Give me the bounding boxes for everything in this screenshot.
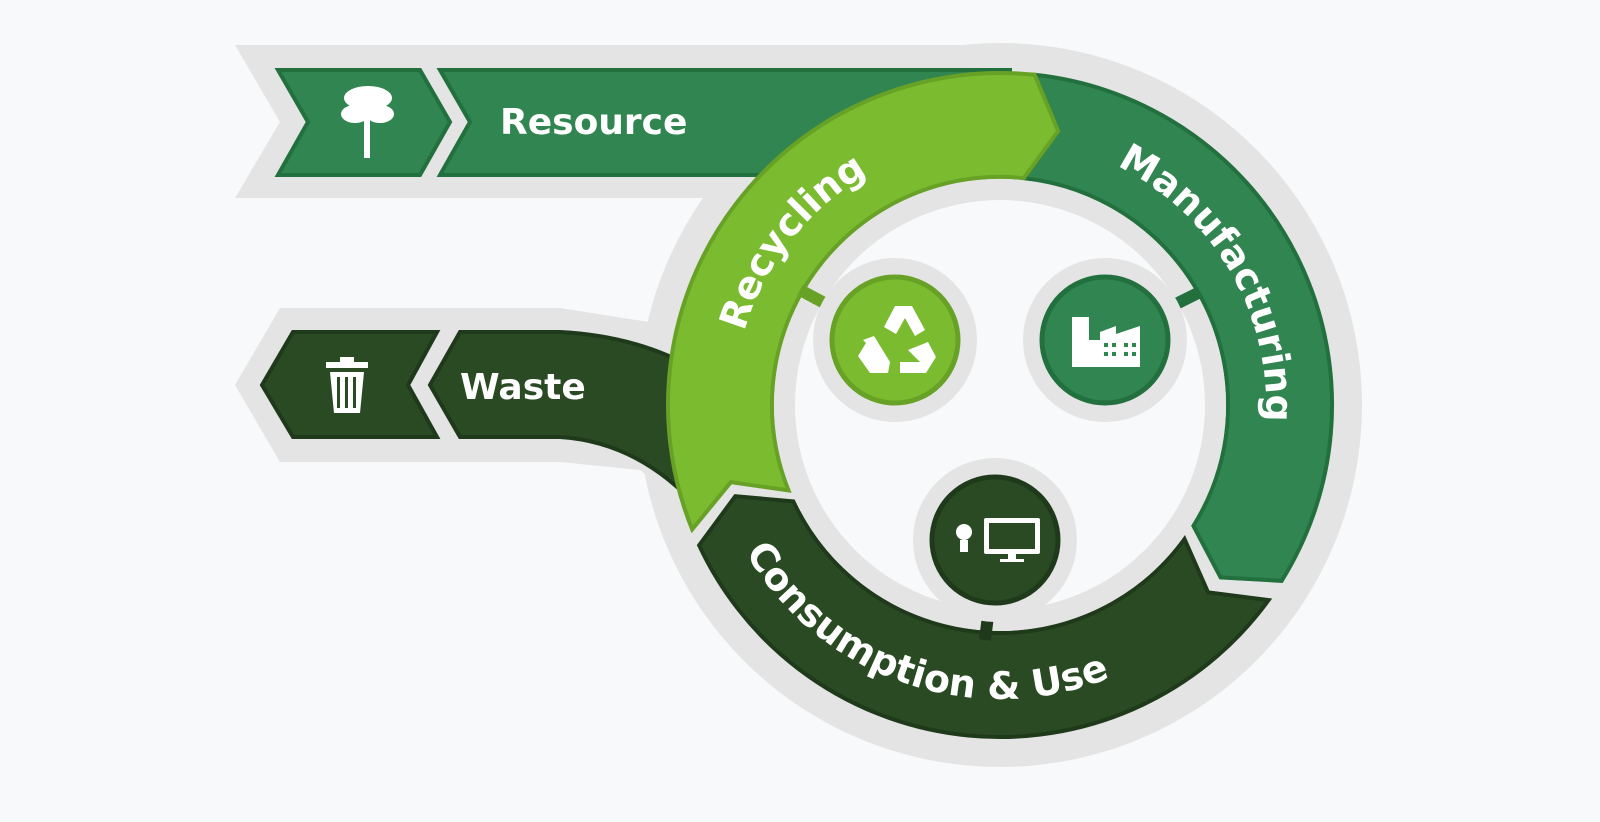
recycle-node[interactable] [813,258,977,422]
resource-label: Resource [500,102,687,143]
recycling-band[interactable] [666,71,1061,534]
consumption-band[interactable] [696,494,1273,739]
consumption-node[interactable] [913,458,1077,622]
factory-icon [1072,317,1140,367]
lightbulb-monitor-icon [956,518,1040,562]
trash-can-icon [326,357,368,413]
tree-icon [341,86,394,158]
waste-label: Waste [460,367,586,408]
recycle-icon [858,306,936,373]
manufacturing-band[interactable] [1020,72,1334,583]
waste-bar[interactable]: Waste [259,330,702,516]
factory-node[interactable] [1023,258,1187,422]
